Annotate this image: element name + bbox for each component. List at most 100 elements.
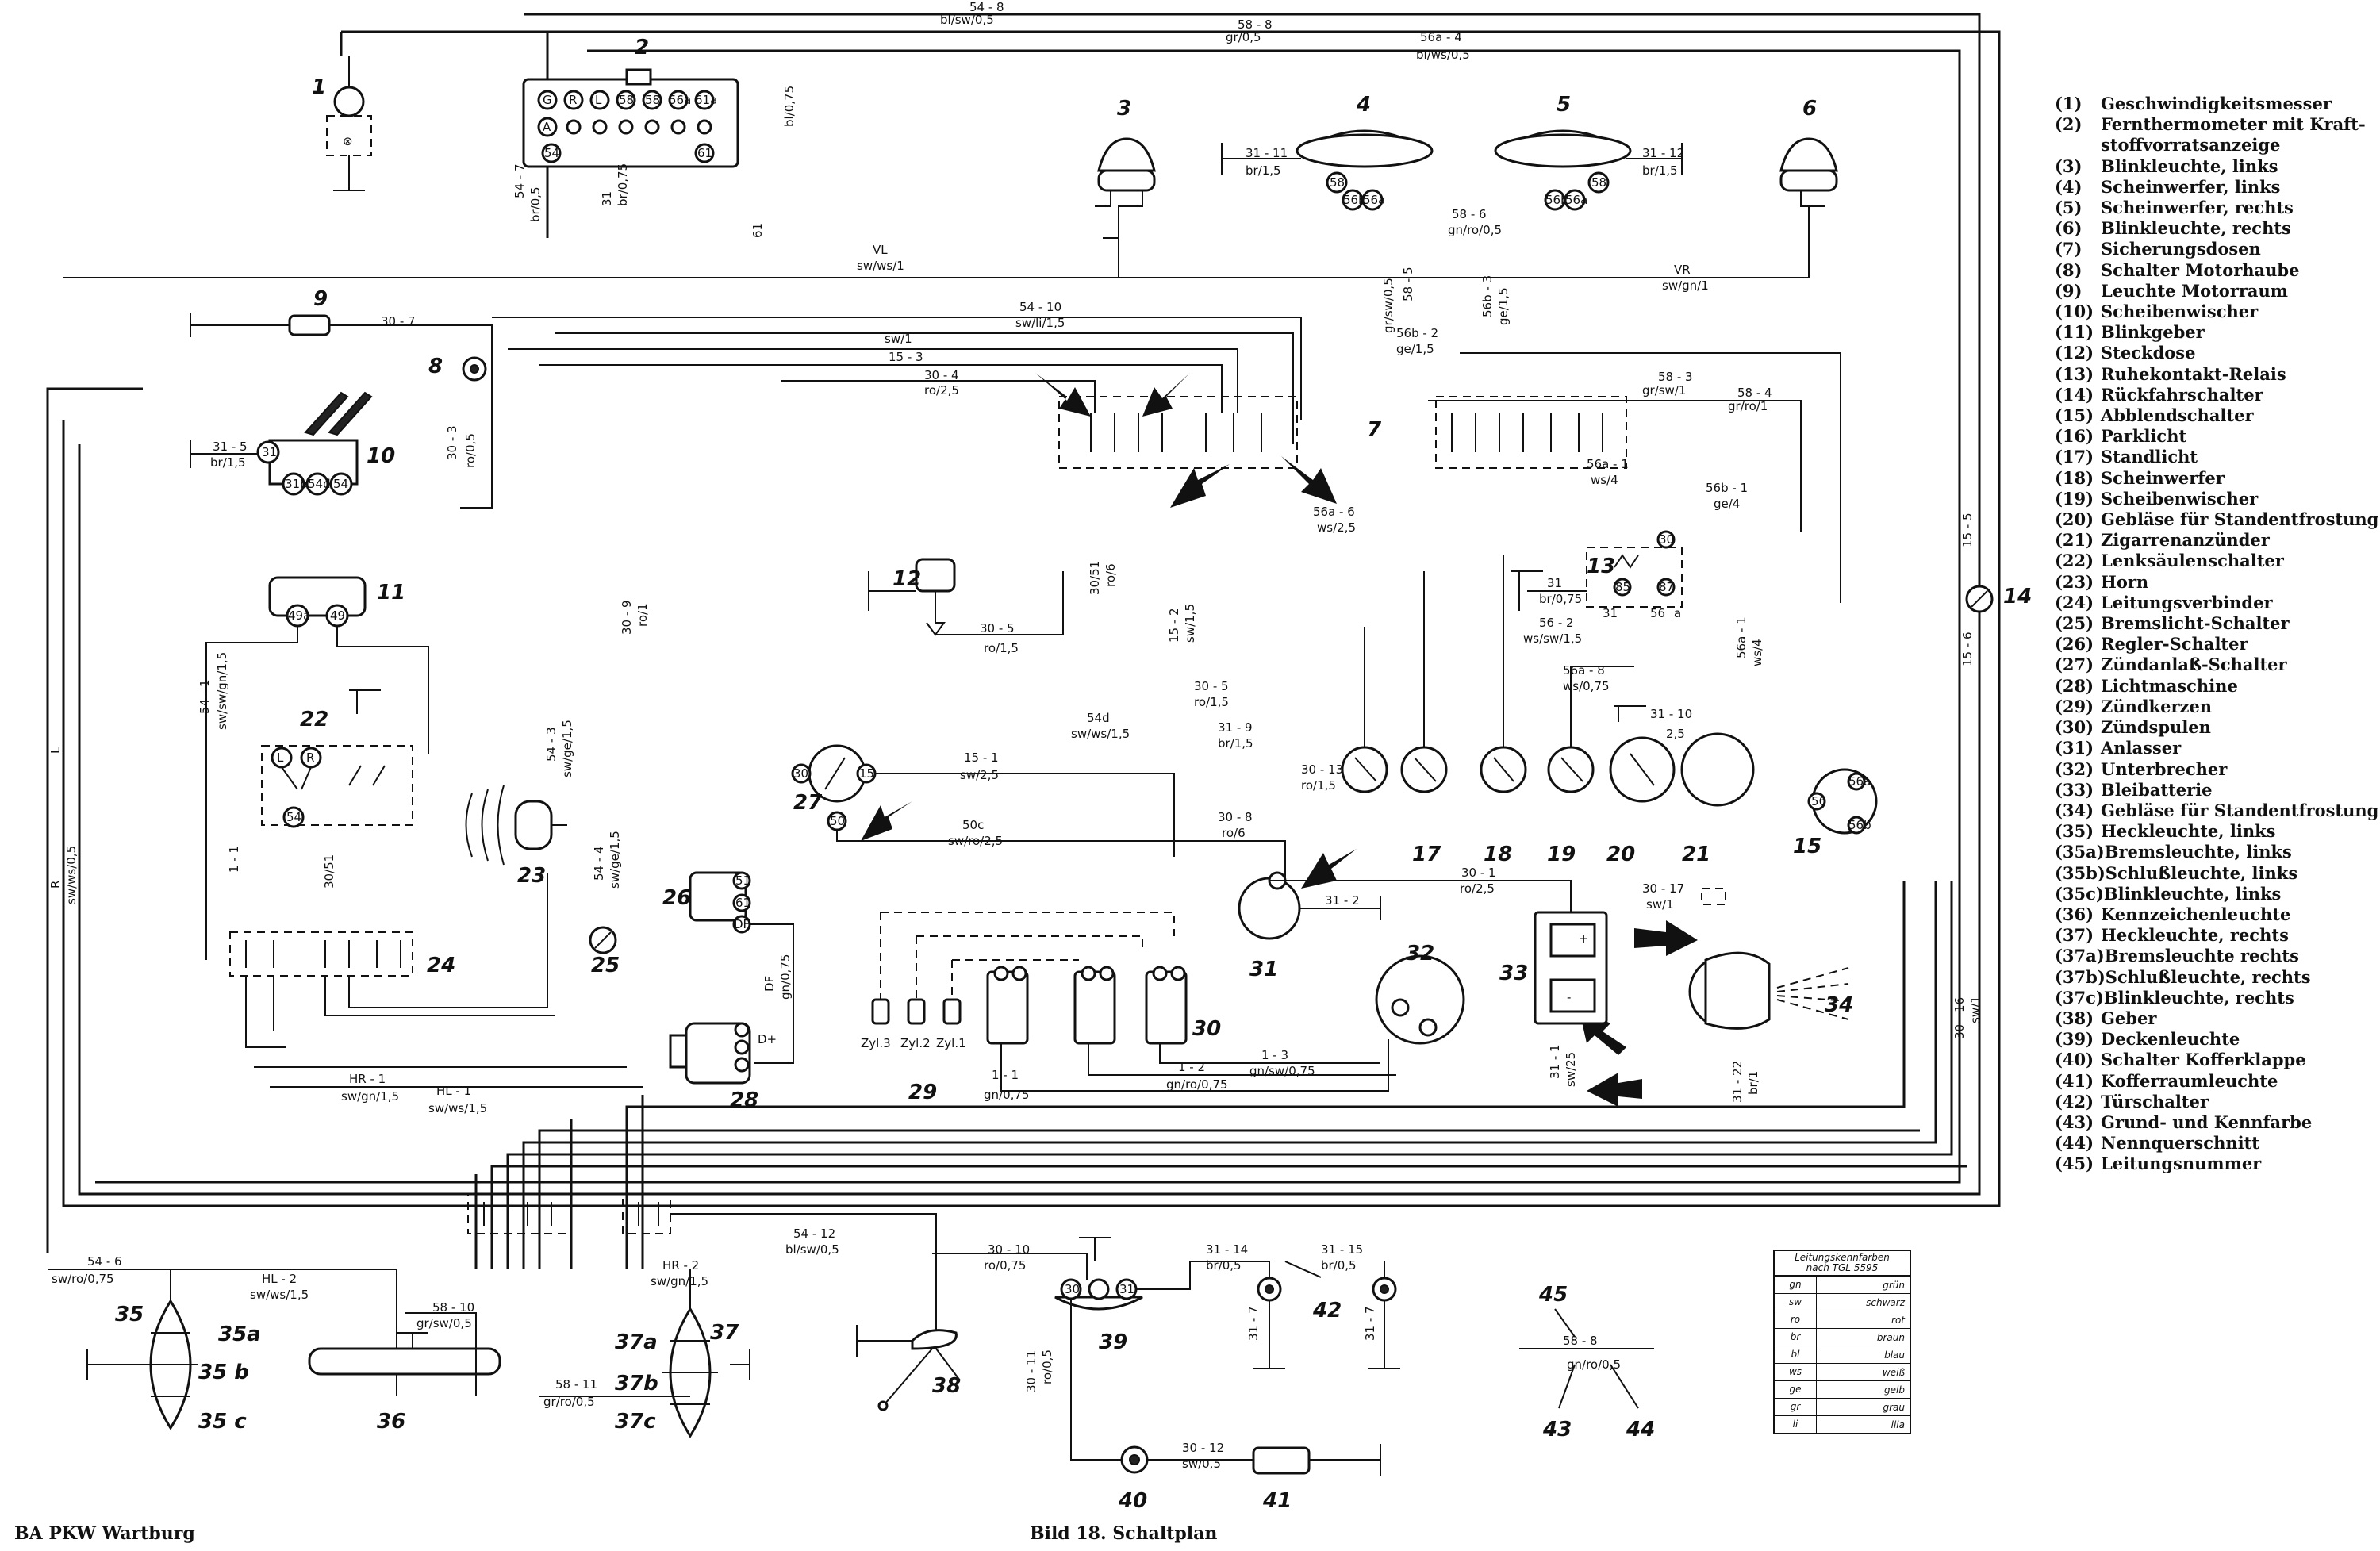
component-number: 20	[1606, 843, 1635, 866]
component-number: 2	[635, 36, 649, 60]
diagram-label: sw/gn/1,5	[341, 1089, 399, 1104]
legend-text: Bremsleuchte, links	[2104, 842, 2292, 862]
mid-wire-labels: 56a - 1 ws/4 56b - 1 ge/4 56a - 6 ws/2,5…	[48, 207, 1764, 904]
diagram-label: gn/sw/0,75	[1250, 1064, 1315, 1078]
diagram-label: 31 - 11	[1246, 146, 1288, 160]
connector-24: 24	[229, 873, 555, 1048]
diagram-label: sw/1	[885, 332, 912, 346]
legend-key: (33)	[2055, 779, 2094, 800]
legend-item: (35)Heckleuchte, links	[2055, 821, 2372, 842]
diagram-label: 54 - 1	[198, 679, 212, 714]
diagram-label: 58 - 3	[1658, 370, 1693, 384]
diagram-label: sw/0,5	[1182, 1457, 1221, 1471]
diagram-label: 31 - 10	[1650, 707, 1692, 721]
color-code: ge	[1775, 1381, 1817, 1398]
legend-text: Blinkleuchte, rechts	[2103, 987, 2294, 1008]
diagram-label: 30 - 17	[1642, 881, 1684, 896]
legend-item: (13)Ruhekontakt-Relais	[2055, 364, 2372, 385]
legend-item: (28)Lichtmaschine	[2055, 676, 2372, 697]
component-number: 17	[1412, 843, 1441, 866]
breaker: 32	[1375, 942, 1465, 1045]
diagram-label: 54d	[1087, 711, 1110, 725]
diagram-label: ro/6	[1104, 563, 1118, 587]
diagram-label: 1 - 1	[227, 846, 241, 873]
legend-key: (44)	[2055, 1133, 2094, 1154]
legend-item: (9)Leuchte Motorraum	[2055, 281, 2372, 301]
diagram-label: bl/sw/0,5	[785, 1242, 839, 1257]
legend-item: (35a)Bremsleuchte, links	[2055, 842, 2372, 862]
legend-text: Zündanlaß-Schalter	[2101, 655, 2287, 675]
legend-key: (23)	[2055, 571, 2094, 592]
legend-text: Scheinwerfer	[2101, 467, 2225, 488]
legend-key: (17)	[2055, 447, 2094, 467]
legend-text: Rückfahrschalter	[2101, 384, 2263, 405]
diagram-label: ro/0,75	[984, 1258, 1026, 1273]
legend-text: Standlicht	[2101, 447, 2198, 467]
diagram-label: 1 - 2	[1178, 1060, 1205, 1074]
diagram-label: 31	[1547, 576, 1562, 590]
door-switches: 42 31 - 7 31 - 7	[1246, 1261, 1400, 1369]
diagram-label: gn/ro/0,75	[1166, 1077, 1228, 1092]
legend-item: (27)Zündanlaß-Schalter	[2055, 655, 2372, 675]
diagram-label: ge/1,5	[1496, 287, 1511, 325]
component-number: 25	[591, 954, 620, 977]
legend-text: Gebläse für Standentfrostung	[2101, 800, 2379, 820]
brake-light-switch: 25 54 - 4 sw/ge/1,5	[589, 831, 622, 977]
legend-key: (28)	[2055, 675, 2094, 696]
diagram-label: HL - 1	[436, 1084, 471, 1098]
diagram-label: 30 - 5	[1194, 679, 1229, 693]
diagram-label: ge/4	[1714, 497, 1740, 511]
legend-text: Bleibatterie	[2101, 779, 2213, 800]
legend-item: (10)Scheibenwischer	[2055, 301, 2372, 322]
legend-item: (29)Zündkerzen	[2055, 697, 2372, 717]
legend-item: (32)Unterbrecher	[2055, 759, 2372, 780]
diagram-label: 15 - 1	[964, 751, 999, 765]
diagram-label: ws/sw/1,5	[1523, 632, 1582, 646]
diagram-label: 31 - 2	[1325, 893, 1360, 908]
diagram-label: 30 - 13	[1301, 762, 1343, 777]
diagram-label: 30 - 3	[445, 425, 459, 460]
diagram-label: 58	[1591, 175, 1606, 190]
component-number: 1	[312, 75, 326, 99]
regulator-switch: 51 61 DF 26	[662, 871, 751, 934]
component-number: 18	[1484, 843, 1512, 866]
legend-key: (37b)	[2055, 966, 2106, 987]
legend-key: (24)	[2055, 592, 2094, 612]
trunk-lamp: 41	[1147, 1444, 1381, 1513]
legend-item: (19)Scheibenwischer	[2055, 489, 2372, 509]
color-table-title: Leitungskennfarben	[1795, 1252, 1890, 1263]
legend-item: (7)Sicherungsdosen	[2055, 239, 2372, 259]
diagram-label: 54	[333, 477, 348, 491]
color-name: weiß	[1882, 1366, 1905, 1378]
front-wires: VL sw/ws/1 VR sw/gn/1 15 - 3 sw/1 54 - 1…	[63, 206, 1810, 444]
fuse-box-left: 30 - 4 ro/2,5	[781, 368, 1298, 469]
diagram-label: ro/2,5	[1460, 881, 1495, 896]
diagram-label: br/0,75	[616, 163, 630, 206]
legend-text: Unterbrecher	[2101, 758, 2228, 779]
legend-item: (4)Scheinwerfer, links	[2055, 177, 2372, 198]
diagram-label: 58 - 5	[1401, 267, 1415, 301]
diagram-label: 58 - 10	[432, 1300, 474, 1315]
lower-wire-labels: HR - 1 sw/gn/1,5 HL - 1 sw/ws/1,5	[254, 1066, 643, 1115]
speedometer: ⊗ 1	[312, 56, 372, 191]
legend-key: (13)	[2055, 363, 2094, 384]
diagram-label: VR	[1674, 263, 1691, 277]
trunk-switch: 40 30 - 12 sw/0,5	[1118, 1441, 1224, 1513]
legend-text: Abblendschalter	[2101, 405, 2254, 426]
diagram-label: 56a	[669, 93, 691, 107]
diagram-label: Zyl.1	[936, 1036, 966, 1050]
legend-key: (21)	[2055, 530, 2094, 551]
legend-text: Anlasser	[2101, 738, 2182, 758]
diagram-label: L	[595, 93, 602, 107]
diagram-label: gn/ro/0,5	[1448, 223, 1502, 237]
component-number: 33	[1499, 962, 1528, 985]
legend-item: (36)Kennzeichenleuchte	[2055, 904, 2372, 925]
diagram-label: Zyl.3	[861, 1036, 891, 1050]
diagram-label: sw/25	[1564, 1052, 1578, 1087]
color-code: ro	[1775, 1311, 1817, 1328]
legend-key: (22)	[2055, 551, 2094, 571]
diagram-label: 45	[1538, 1283, 1568, 1307]
